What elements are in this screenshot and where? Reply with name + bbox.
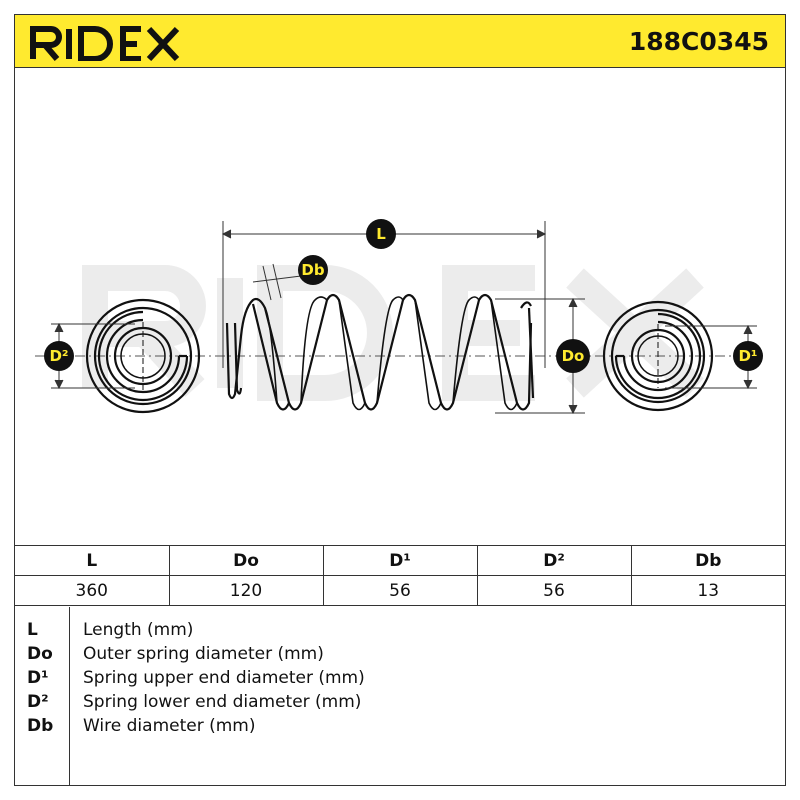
- upper-end-badge: D¹: [733, 341, 763, 371]
- legend-item: Db Wire diameter (mm): [15, 716, 785, 740]
- header-cell: Do: [168, 545, 324, 576]
- value-cell: 120: [168, 575, 324, 606]
- legend: L Length (mm) Do Outer spring diameter (…: [15, 607, 785, 785]
- lower-end-badge: D²: [44, 341, 74, 371]
- length-badge: L: [366, 219, 396, 249]
- legend-desc: Outer spring diameter (mm): [83, 644, 324, 664]
- wire-dimension: [252, 263, 302, 301]
- header-cell: Db: [630, 545, 785, 576]
- spring-side-view: [225, 293, 535, 411]
- part-number: 188C0345: [628, 27, 769, 56]
- lower-end-label: D²: [49, 347, 68, 365]
- legend-desc: Length (mm): [83, 620, 194, 640]
- lower-end-dimension: [51, 322, 135, 390]
- legend-desc: Wire diameter (mm): [83, 716, 256, 736]
- legend-key: D¹: [27, 668, 49, 688]
- header-cell: L: [15, 545, 170, 576]
- legend-key: Do: [27, 644, 53, 664]
- value-cell: 56: [322, 575, 478, 606]
- header-cell: D²: [476, 545, 632, 576]
- legend-item: D² Spring lower end diameter (mm): [15, 692, 785, 716]
- wire-label: Db: [301, 261, 324, 279]
- header-cell: D¹: [322, 545, 478, 576]
- value-cell: 360: [15, 575, 170, 606]
- ridex-logo: [30, 26, 180, 61]
- legend-desc: Spring lower end diameter (mm): [83, 692, 362, 712]
- value-cell: 56: [476, 575, 632, 606]
- legend-desc: Spring upper end diameter (mm): [83, 668, 365, 688]
- upper-end-view: [602, 300, 714, 412]
- wire-badge: Db: [298, 255, 328, 285]
- legend-item: Do Outer spring diameter (mm): [15, 644, 785, 668]
- legend-key: L: [27, 620, 38, 640]
- legend-divider: [69, 607, 70, 785]
- spring-diagram: D² L: [35, 219, 763, 415]
- spec-sheet: 188C0345: [14, 14, 786, 786]
- upper-end-label: D¹: [738, 347, 757, 365]
- outer-label: Do: [562, 347, 585, 365]
- watermark-logo: [82, 265, 704, 401]
- header-bar: 188C0345: [15, 15, 785, 68]
- legend-key: D²: [27, 692, 49, 712]
- outer-badge: Do: [556, 339, 590, 373]
- length-label: L: [376, 225, 386, 243]
- spec-table-value-row: 360 120 56 56 13: [15, 575, 785, 606]
- lower-end-view: [85, 298, 201, 414]
- spec-table: L Do D¹ D² Db 360 120 56 56 13: [15, 545, 785, 606]
- legend-item: D¹ Spring upper end diameter (mm): [15, 668, 785, 692]
- spec-table-header-row: L Do D¹ D² Db: [15, 545, 785, 576]
- value-cell: 13: [630, 575, 785, 606]
- legend-item: L Length (mm): [15, 620, 785, 644]
- legend-key: Db: [27, 716, 54, 736]
